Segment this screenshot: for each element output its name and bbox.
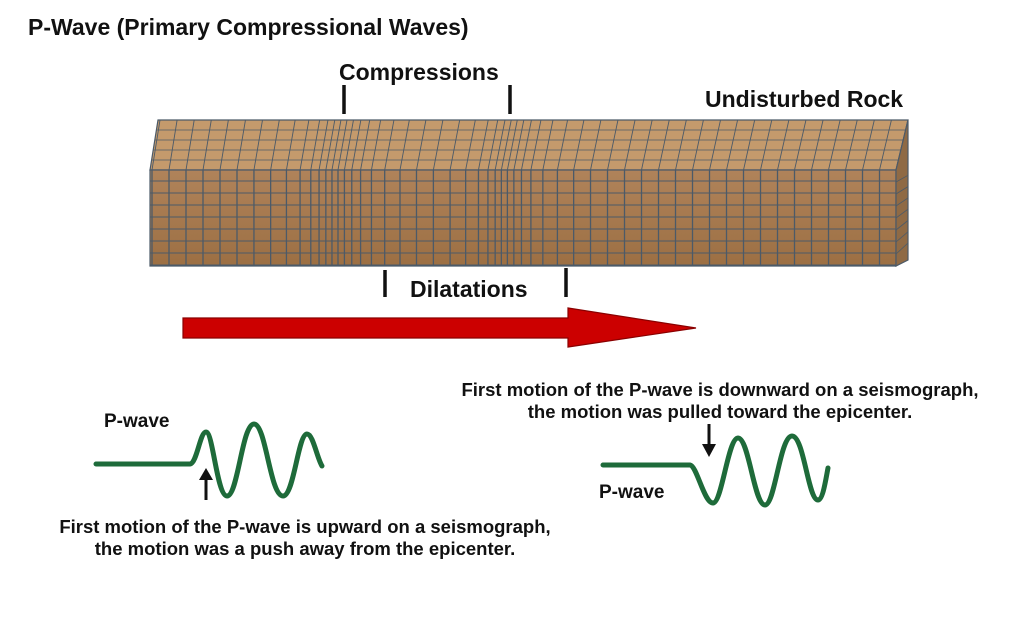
rock-grid-line [895,174,909,183]
seismogram-downward-trace [600,433,831,508]
rock-end-face [895,119,909,267]
rock-grid-line [607,119,619,171]
caption-upward-motion: First motion of the P-wave is upward on … [20,516,590,560]
rock-grid-line [760,119,773,171]
rock-grid-line [371,119,382,171]
rock-grid-line [343,119,354,171]
pwave-label-left: P-wave [104,411,170,432]
rock-grid-line [500,119,512,171]
undisturbed-rock-label: Undisturbed Rock [705,86,904,112]
seismogram-upward [93,421,325,500]
rock-grid-line [168,119,178,171]
dilatation-markers [383,268,568,297]
rock-grid-line [573,119,585,171]
rock-grid-line [641,119,653,171]
rock-grid-line [285,119,296,171]
rock-grid-line [895,208,909,219]
rock-grid-line [828,119,841,171]
rock-grid-line [895,242,909,255]
rock-grid-line [478,119,489,171]
rock-grid-line [253,119,263,171]
rock-front-face [149,169,897,267]
rock-grid-line [590,119,602,171]
seismogram-downward [600,424,831,508]
rock-top-face [149,119,909,171]
dilatations-label: Dilatations [410,276,528,302]
rock-grid-line [432,119,444,171]
rock-grid-line [777,119,790,171]
rock-grid [150,119,909,266]
rock-grid-line [449,119,461,171]
rock-grid-line [151,119,161,171]
rock-grid-line [494,119,506,171]
rock-grid-line [862,119,875,171]
caption-downward-motion: First motion of the P-wave is downward o… [425,379,1015,423]
rock-grid-line [743,119,756,171]
rock-grid-line [416,119,427,171]
rock-block [149,119,909,267]
diagram-title: P-Wave (Primary Compressional Waves) [28,14,469,40]
rock-grid-line [384,119,395,171]
rock-grid-line [895,197,909,207]
arrow-down-icon [702,424,716,457]
rock-grid-line [811,119,824,171]
rock-grid-line [360,119,371,171]
rock-grid-line [487,119,499,171]
arrow-up-icon [199,468,213,500]
rock-grid-line [675,119,687,171]
compressions-label: Compressions [339,59,499,85]
rock-grid-line [202,119,212,171]
rock-grid-line [325,119,336,171]
seismogram-upward-trace [93,421,325,499]
rock-grid-line [624,119,636,171]
rock-grid-line [318,119,329,171]
rock-grid-line [794,119,807,171]
rock-grid-line [299,119,310,171]
pwave-label-right: P-wave [599,482,665,503]
rock-grid-line [879,119,892,171]
rock-grid-line [709,119,721,171]
caption-upward-line1: First motion of the P-wave is upward on … [59,516,551,537]
rock-grid-line [556,119,569,171]
rock-grid-line [530,119,542,171]
rock-grid-line [270,119,280,171]
rock-grid-line [845,119,858,171]
rock-grid-line [236,119,246,171]
caption-downward-line1: First motion of the P-wave is downward o… [461,379,979,400]
compression-markers [342,85,512,114]
rock-grid-line [658,119,670,171]
rock-grid-line [726,119,739,171]
rock-grid-line [310,119,321,171]
caption-downward-line2: the motion was pulled toward the epicent… [527,401,913,422]
rock-grid-line [465,119,476,171]
arrow-right-icon [182,307,697,348]
rock-grid-line [895,186,909,195]
rock-grid-line [399,119,410,171]
rock-grid-line [692,119,704,171]
rock-grid-line [521,119,532,171]
rock-grid-line [895,231,909,243]
rock-grid-line [506,119,518,171]
rock-grid-line [219,119,229,171]
caption-upward-line2: the motion was a push away from the epic… [94,538,516,559]
rock-grid-line [513,119,525,171]
rock-grid-line [351,119,362,171]
rock-grid-line [337,119,348,171]
rock-grid-line [895,220,909,231]
rock-grid-line [331,119,342,171]
rock-grid-line [542,119,554,171]
rock-grid-line [185,119,195,171]
